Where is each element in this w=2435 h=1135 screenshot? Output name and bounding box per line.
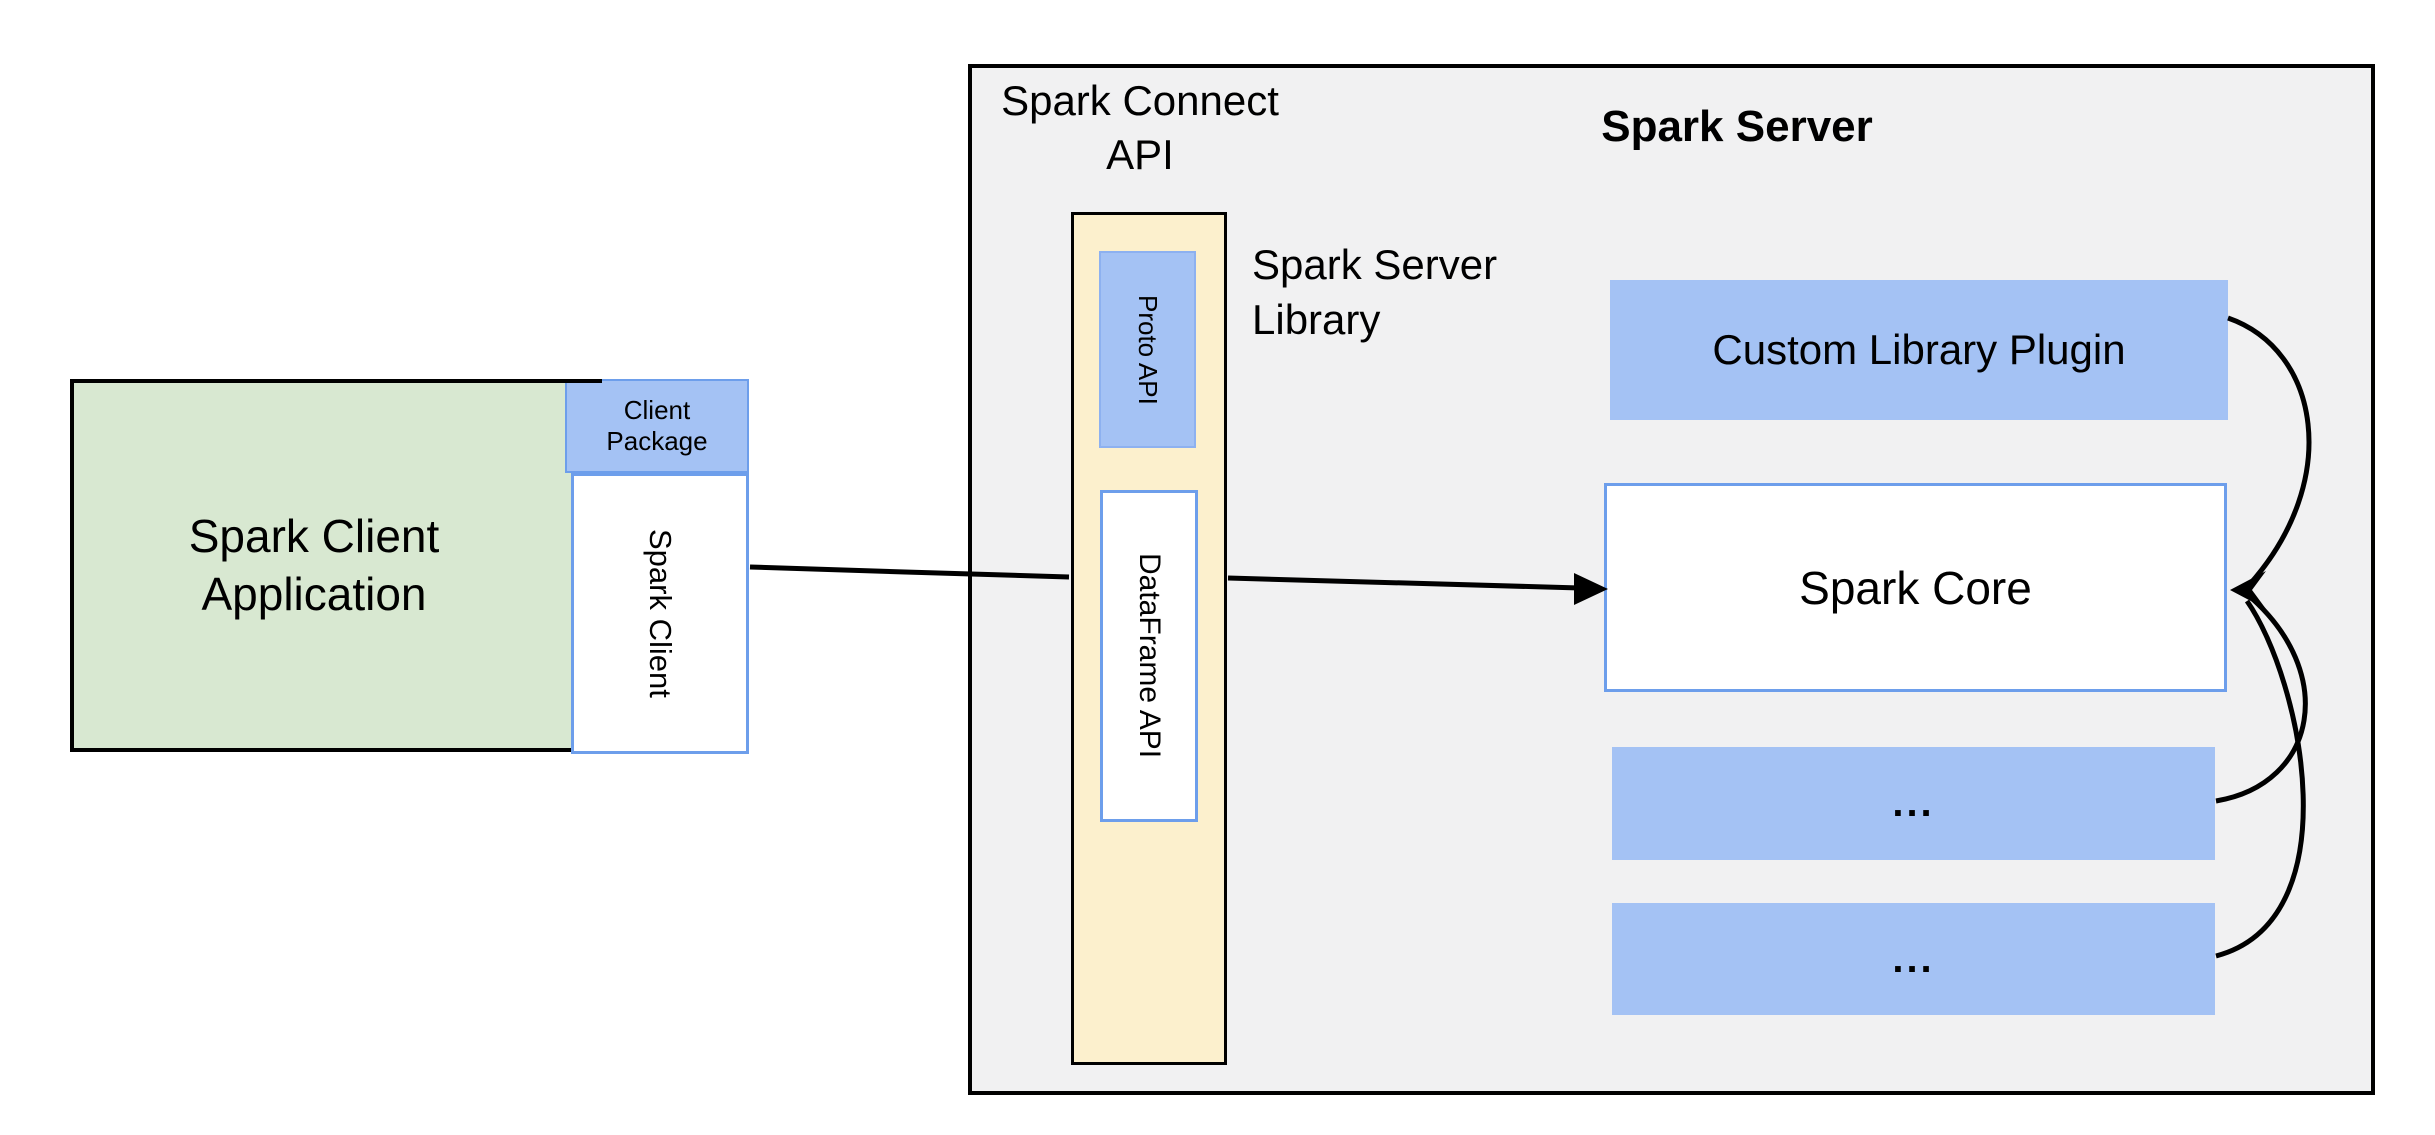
spark-server-library-label: Spark Server Library (1252, 241, 1498, 343)
dataframe-api-box: DataFrame API (1100, 490, 1198, 822)
spark-client-label: Spark Client (643, 529, 678, 698)
client-package-box: Client Package (565, 379, 749, 473)
ellipsis-box-1: ... (1612, 747, 2215, 860)
spark-core-label: Spark Core (1799, 561, 2032, 614)
spark-core-box: Spark Core (1604, 483, 2227, 692)
custom-library-plugin-label: Custom Library Plugin (1712, 326, 2126, 373)
custom-library-plugin-box: Custom Library Plugin (1610, 280, 2228, 420)
ellipsis-label-2: ... (1892, 936, 1935, 981)
spark-client-box: Spark Client (571, 473, 749, 754)
proto-api-box: Proto API (1099, 251, 1196, 448)
spark-connect-api-label: Spark Connect API (1001, 77, 1279, 178)
ellipsis-label-1: ... (1892, 781, 1935, 825)
dataframe-api-label: DataFrame API (1133, 553, 1166, 759)
spark-client-application-label: Spark Client Application (188, 510, 440, 620)
spark-server-title: Spark Server (1601, 102, 1873, 151)
spark-client-application-box: Spark Client Application (70, 379, 598, 752)
proto-api-label: Proto API (1133, 294, 1163, 405)
ellipsis-box-2: ... (1612, 903, 2215, 1015)
client-package-label: Client Package (606, 394, 708, 456)
